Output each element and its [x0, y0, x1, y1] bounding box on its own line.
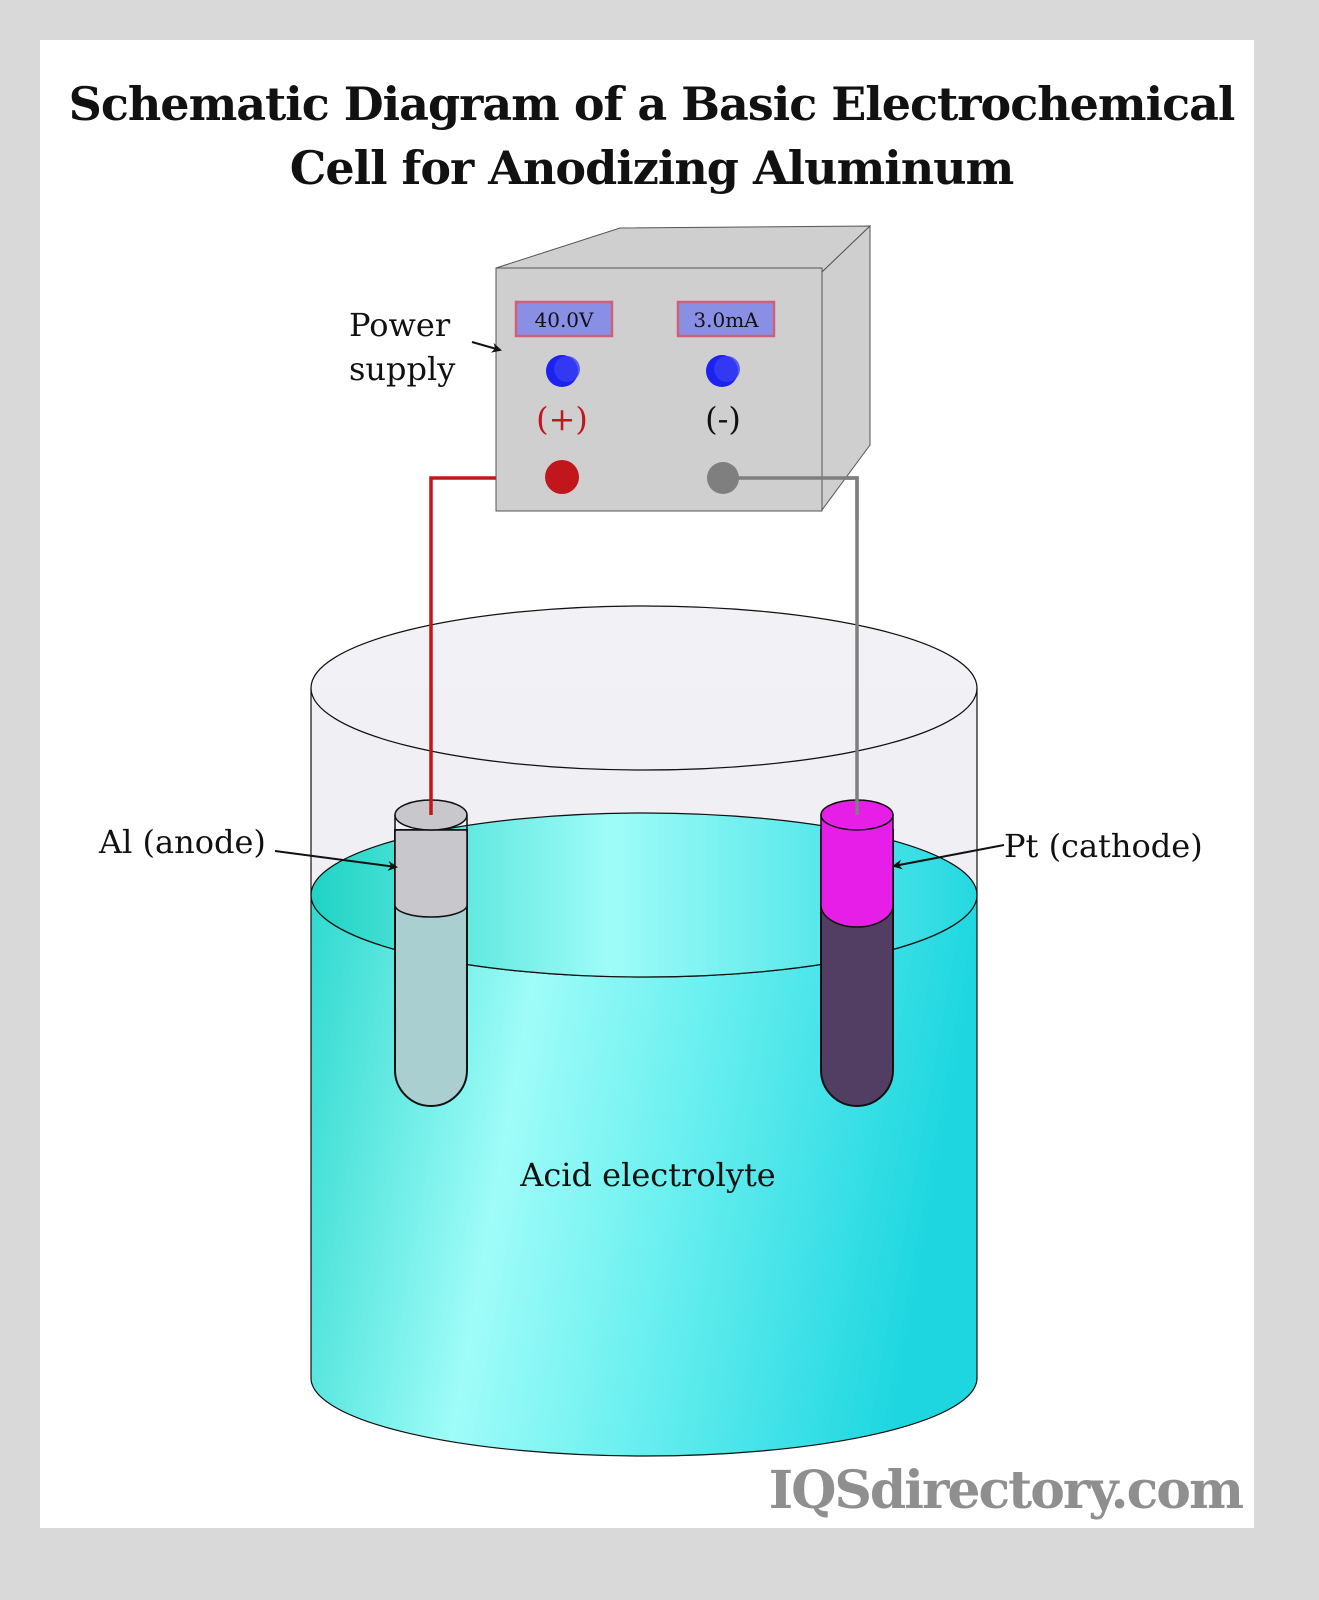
negative-terminal-label: (-) [705, 400, 741, 438]
cathode-electrode [820, 799, 894, 1107]
beaker-rim [310, 605, 978, 771]
power-supply-arrow-icon [471, 341, 502, 353]
power-supply-label-line2: supply [349, 350, 455, 388]
title-line-2: Cell for Anodizing Aluminum [289, 141, 1015, 195]
negative-terminal-icon[interactable] [707, 462, 739, 494]
power-supply-label-line1: Power [349, 306, 451, 344]
voltage-display [514, 300, 614, 338]
positive-terminal-label: (+) [536, 400, 588, 438]
anode-electrode [394, 799, 468, 1107]
positive-terminal-icon[interactable] [545, 460, 579, 494]
electrolyte-label: Acid electrolyte [519, 1156, 775, 1194]
diagram-title: Schematic Diagram of a Basic Electrochem… [0, 72, 1303, 200]
anode-arrow-icon [274, 850, 398, 871]
watermark-logo: IQSdirectory.com [768, 1460, 1244, 1521]
voltage-readout: 40.0V [535, 308, 595, 332]
power-supply: 40.0V 3.0mA (+) (-) [495, 224, 872, 520]
cathode-arrow-icon [892, 844, 1005, 870]
cathode-label: Pt (cathode) [1004, 827, 1203, 865]
beaker [310, 605, 978, 1457]
anode-label: Al (anode) [98, 823, 266, 861]
current-readout: 3.0mA [693, 308, 759, 332]
current-display [676, 300, 776, 338]
title-line-1: Schematic Diagram of a Basic Electrochem… [68, 77, 1236, 131]
